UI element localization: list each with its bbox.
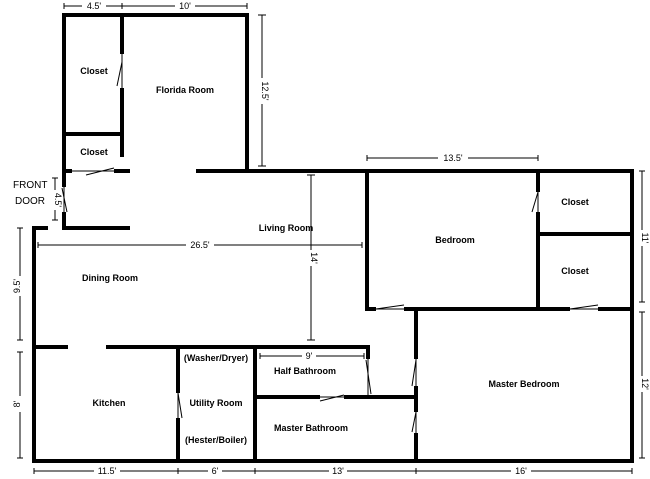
- dim-entry-depth: 4.5': [53, 193, 63, 208]
- dim-half-bath-width: 9': [306, 351, 313, 361]
- doors: [61, 52, 602, 437]
- door-master-bath-hinge: [414, 433, 418, 437]
- door-bedroom-hinge: [372, 307, 376, 311]
- door-bedroom-closet-top-swing: [531, 191, 539, 213]
- front-door-swing: [61, 187, 68, 213]
- label-kitchen: Kitchen: [92, 398, 125, 408]
- label-bedroom: Bedroom: [435, 235, 475, 245]
- door-top-closet-swing: [116, 61, 123, 87]
- walls: [32, 13, 634, 463]
- dim-right-upper: 11': [640, 232, 650, 243]
- dim-dining-depth: 9.5': [12, 279, 22, 294]
- door-half-bath-hinge: [366, 355, 370, 359]
- dim-house-span: 26.5': [190, 240, 210, 250]
- door-master-upper-hinge: [414, 355, 418, 359]
- door-bedroom-closet-bottom-hinge: [598, 307, 602, 311]
- door-master-bath-swing: [411, 411, 417, 433]
- door-bedroom-closet-bottom-swing: [569, 304, 599, 310]
- dim-bottom-bath: 13': [332, 466, 344, 476]
- dim-florida-width: 10': [179, 1, 191, 11]
- label-utility-room: Utility Room: [190, 398, 243, 408]
- door-master-bath-inner-hinge: [344, 395, 348, 399]
- label-washer-dryer: (Washer/Dryer): [184, 353, 248, 363]
- label-master-bathroom: Master Bathroom: [274, 423, 348, 433]
- door-bedroom-closet-top-hinge: [536, 188, 540, 192]
- dim-bedroom-width: 13.5': [443, 153, 463, 163]
- label-master-bedroom: Master Bedroom: [488, 379, 559, 389]
- door-small-closet-hinge: [114, 169, 118, 173]
- dim-bottom-utility: 6': [212, 466, 219, 476]
- front-door-label-line1: FRONT: [13, 180, 47, 191]
- front-door-label: FRONT DOOR: [13, 180, 47, 207]
- room-labels: Closet Florida Room Closet Living Room D…: [80, 66, 589, 445]
- dim-florida-depth: 12.5': [260, 81, 270, 101]
- label-closet-bedroom-top: Closet: [561, 197, 589, 207]
- label-closet-bedroom-bottom: Closet: [561, 266, 589, 276]
- front-door-hinge: [62, 212, 66, 216]
- door-small-closet-swing: [85, 167, 115, 176]
- label-closet-top: Closet: [80, 66, 108, 76]
- front-door-label-line2: DOOR: [15, 196, 45, 207]
- door-master-bath-inner-swing: [319, 394, 345, 402]
- door-utility-swing: [177, 392, 183, 419]
- door-top-closet-hinge: [120, 88, 124, 92]
- dimension-labels: 4.5' 10' 12.5' 13.5' 4.5' 26.5' 14' 11' …: [12, 1, 650, 476]
- label-half-bathroom: Half Bathroom: [274, 366, 336, 376]
- label-florida-room: Florida Room: [156, 85, 214, 95]
- door-bedroom-swing: [375, 304, 405, 310]
- dim-right-lower: 12': [640, 378, 650, 390]
- dim-bottom-kitchen: 11.5': [98, 466, 117, 476]
- dim-top-closet-width: 4.5': [87, 1, 102, 11]
- door-master-upper-swing: [411, 359, 417, 387]
- label-dining-room: Dining Room: [82, 273, 138, 283]
- label-heater-boiler: (Hester/Boiler): [185, 435, 247, 445]
- door-half-bath-swing: [365, 359, 372, 395]
- dim-living-depth: 14': [309, 252, 319, 264]
- dim-bottom-master: 16': [515, 466, 527, 476]
- door-utility-hinge: [176, 389, 180, 393]
- label-closet-small: Closet: [80, 147, 108, 157]
- label-living-room: Living Room: [259, 223, 314, 233]
- dim-kitchen-depth: 8': [12, 400, 22, 407]
